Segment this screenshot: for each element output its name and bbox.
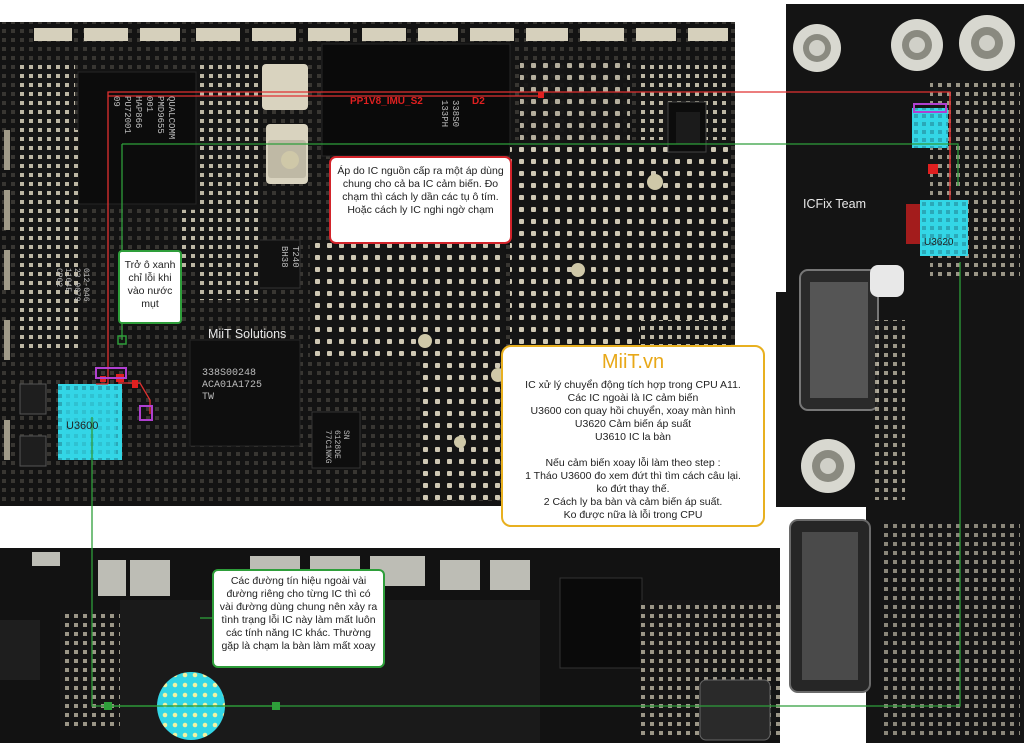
miit-watermark: MiiT Solutions (208, 327, 287, 341)
c012-chip-marking: 012-046 23 9079 1104E CP02 (54, 268, 90, 302)
rail-note: Áp do IC nguồn cấp ra một áp dùng chung … (329, 156, 512, 244)
info-box-brand: MiiT.vn (601, 351, 665, 373)
info-line: Nếu cảm biến xoay lỗi làm theo step : (545, 457, 721, 469)
rail-trace-red (96, 91, 951, 414)
info-line: Ko được nữa là lỗi trong CPU (563, 509, 703, 521)
resistor-note: Trở ô xanh chỉ lỗi khi vào nước mụt (118, 250, 182, 324)
u3600-label: U3600 (66, 420, 99, 432)
icfix-watermark: ICFix Team (803, 197, 866, 211)
main-board-top (0, 22, 735, 506)
info-line: 2 Cách ly ba bàn và cảm biến áp suất. (543, 496, 723, 508)
sn-chip-marking: SN 6128DE 77C1NKG (323, 430, 350, 464)
info-line: U3610 IC la bàn (595, 431, 671, 443)
info-line: IC xử lý chuyển động tích hợp trong CPU … (525, 379, 741, 391)
signal-endpoints (104, 335, 280, 710)
rail-net-label: PP1V8_IMU_S2 (350, 96, 423, 107)
info-line: U3620 Cảm biến áp suất (574, 418, 692, 430)
info-line: 1 Tháo U3600 đo xem đứt thì tìm cách câu… (525, 470, 741, 482)
info-box: MiiT.vn IC xử lý chuyển động tích hợp tr… (501, 345, 765, 527)
rail-chip-marking: 338S0 133PH (439, 100, 460, 128)
signal-trace-green (91, 143, 961, 707)
info-line: U3600 con quay hồi chuyển, xoay màn hình (530, 405, 736, 417)
info-line: Các IC ngoài là IC cảm biến (567, 392, 699, 404)
bh38-chip-marking: T240 BH38 (279, 246, 300, 268)
info-line: ko đứt thay thế. (596, 483, 670, 495)
info-spacer (509, 444, 757, 457)
imu-chip-marking: 338S00248 ACA01A1725 TW (202, 368, 263, 403)
u3620-label: U3620 (924, 237, 954, 248)
qualcomm-chip-marking: QUALCOMM PMD9655 001 HAP866 PU72001 09 (111, 96, 176, 140)
purple-caps (95, 367, 153, 421)
lower-board (0, 548, 780, 743)
signal-note: Các đường tín hiệu ngoài vài đường riêng… (212, 569, 385, 668)
cap-d2-label: D2 (472, 96, 485, 107)
